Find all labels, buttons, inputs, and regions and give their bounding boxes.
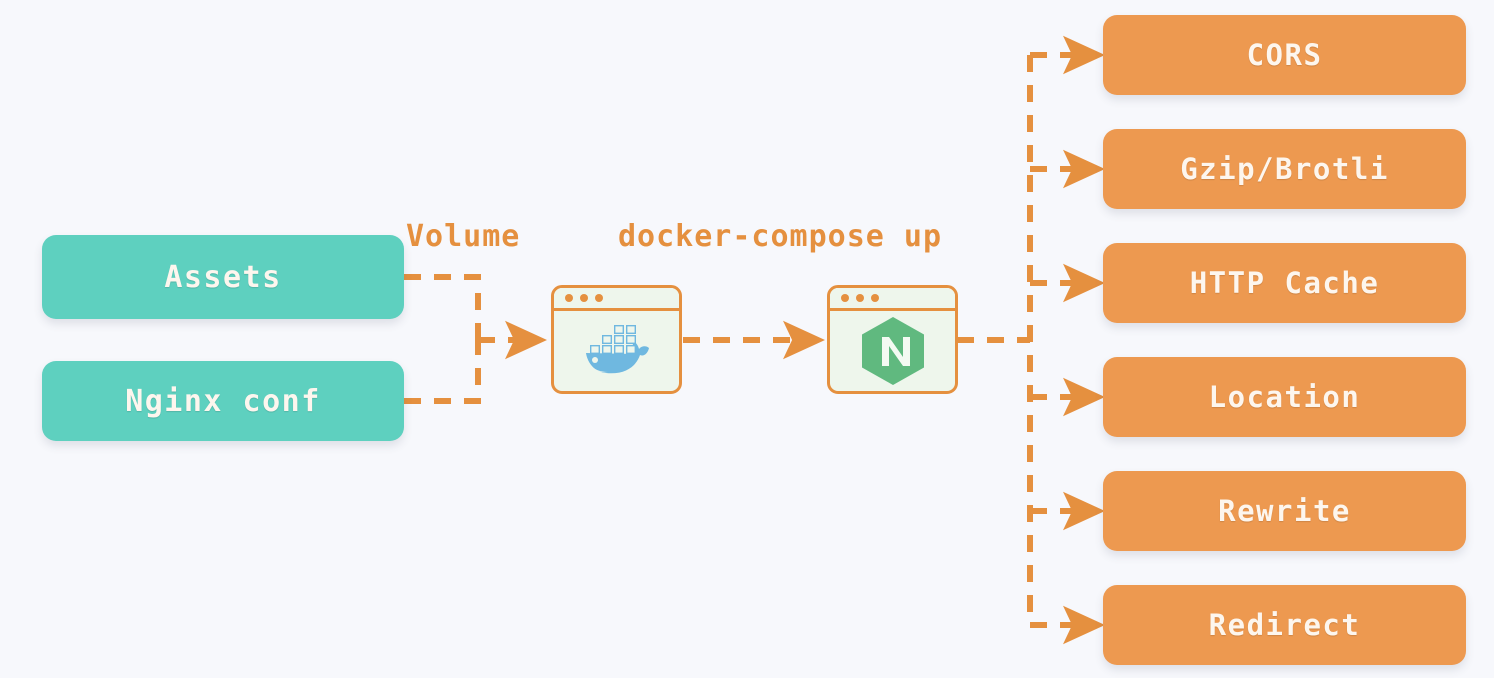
window-dot-icon: [871, 294, 879, 302]
stage-nginx-window[interactable]: [827, 285, 958, 394]
node-gzip-brotli[interactable]: Gzip/Brotli: [1103, 129, 1466, 209]
edge-conf-to-docker: [404, 340, 481, 404]
stage-docker-window[interactable]: [551, 285, 682, 394]
node-assets[interactable]: Assets: [42, 235, 404, 319]
node-location-label: Location: [1208, 380, 1361, 414]
node-nginx-conf[interactable]: Nginx conf: [42, 361, 404, 441]
window-title-bar: [830, 288, 955, 311]
window-body: [830, 311, 955, 391]
node-redirect[interactable]: Redirect: [1103, 585, 1466, 665]
node-rewrite[interactable]: Rewrite: [1103, 471, 1466, 551]
node-cors-label: CORS: [1246, 38, 1323, 72]
node-cors[interactable]: CORS: [1103, 15, 1466, 95]
window-dot-icon: [595, 294, 603, 302]
window-body: [554, 311, 679, 391]
node-nginx-conf-label: Nginx conf: [125, 383, 321, 419]
nginx-hexagon-icon: [861, 317, 924, 385]
window-dot-icon: [580, 294, 588, 302]
docker-whale-icon: [585, 325, 649, 374]
node-assets-label: Assets: [164, 259, 282, 295]
node-rewrite-label: Rewrite: [1218, 494, 1351, 528]
node-http-cache-label: HTTP Cache: [1189, 266, 1380, 300]
node-http-cache[interactable]: HTTP Cache: [1103, 243, 1466, 323]
window-dot-icon: [856, 294, 864, 302]
window-dot-icon: [841, 294, 849, 302]
node-location[interactable]: Location: [1103, 357, 1466, 437]
node-redirect-label: Redirect: [1208, 608, 1361, 642]
edge-label-volume: Volume: [406, 219, 521, 254]
window-title-bar: [554, 288, 679, 311]
window-dot-icon: [565, 294, 573, 302]
edge-assets-to-docker: [404, 274, 481, 340]
node-gzip-brotli-label: Gzip/Brotli: [1180, 152, 1389, 186]
edge-label-docker-compose-up: docker-compose up: [618, 219, 943, 254]
